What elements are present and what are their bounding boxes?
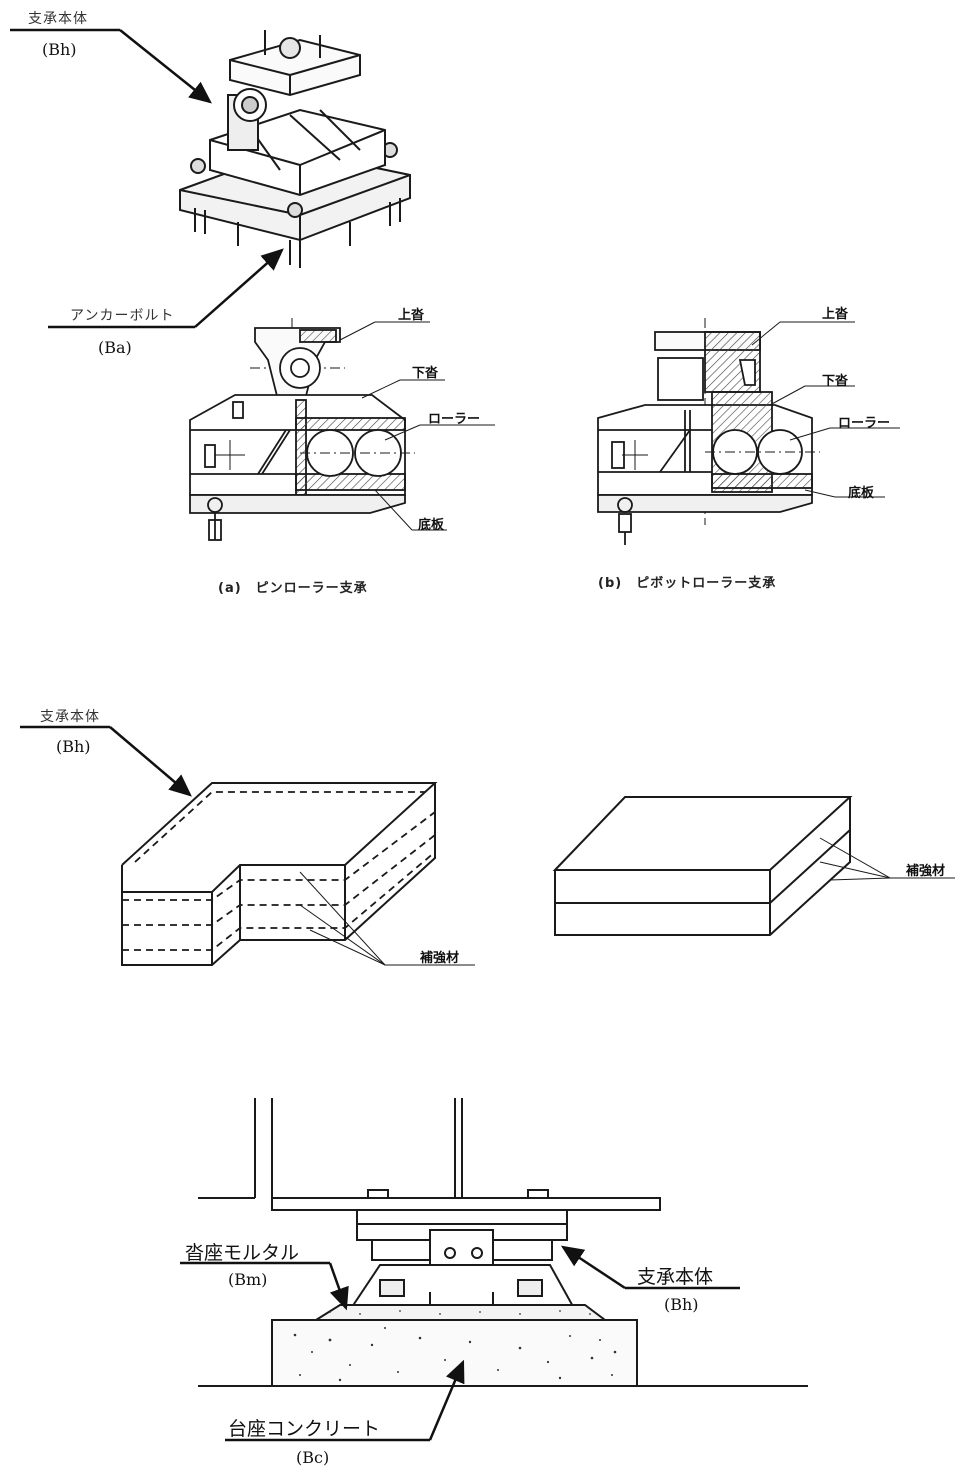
leader-lines-section2	[20, 725, 192, 797]
bearing-body-code-bottom: (Bh)	[664, 1295, 699, 1314]
pin-roller-bearing-drawing	[189, 318, 495, 541]
bearing-body-code-mid: (Bh)	[56, 737, 91, 756]
fig-a-base-plate-label: 底板	[418, 518, 445, 533]
bearing-body-label-bottom: 支承本体	[637, 1266, 714, 1288]
fig-a-upper-shoe-label: 上沓	[398, 308, 425, 323]
fig-b-lower-shoe-label: 下沓	[822, 374, 849, 389]
reinforcement-label-right: 補強材	[906, 864, 946, 879]
pedestal-concrete-code: (Bc)	[296, 1448, 330, 1467]
fig-a-roller-label: ローラー	[428, 412, 481, 427]
fig-a-caption: (a) ピンローラー支承	[218, 581, 368, 596]
leader-lines-section3	[180, 1245, 740, 1442]
fig-b-roller-label: ローラー	[838, 416, 891, 431]
anchor-bolt-code: (Ba)	[98, 338, 132, 357]
fig-a-lower-shoe-label: 下沓	[412, 366, 439, 381]
bearing-mortar-code: (Bm)	[228, 1270, 268, 1289]
bearing-elevation	[198, 1098, 808, 1387]
fig-b-base-plate-label: 底板	[848, 486, 875, 501]
leader-lines-section1	[10, 28, 284, 329]
rubber-bearing-right	[552, 796, 955, 936]
bearing-mortar-label: 沓座モルタル	[185, 1242, 300, 1264]
anchor-bolt-label: アンカーボルト	[70, 308, 175, 324]
fig-b-upper-shoe-label: 上沓	[822, 307, 849, 322]
concrete-texture	[293, 1310, 617, 1382]
pedestal-concrete-label: 台座コンクリート	[228, 1418, 381, 1440]
pivot-roller-bearing-drawing	[597, 318, 900, 545]
steel-bearing-3d	[179, 30, 411, 268]
bearing-body-label-top: 支承本体	[28, 11, 88, 27]
reinforcement-label-left: 補強材	[420, 951, 460, 966]
bearing-body-code-top: (Bh)	[42, 40, 77, 59]
rubber-bearing-left	[121, 782, 475, 966]
bearing-body-label-mid: 支承本体	[40, 709, 100, 725]
fig-b-caption: (b) ピボットローラー支承	[598, 576, 777, 591]
